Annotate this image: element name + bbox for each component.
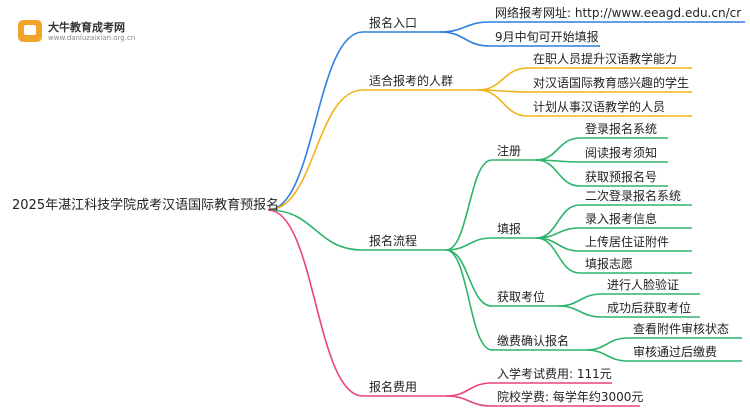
- register-step: 阅读报考须知: [585, 146, 658, 160]
- branch-fees: 报名费用: [369, 380, 418, 394]
- connector-pay-step: [585, 349, 629, 362]
- connector-register-step: [535, 137, 581, 161]
- connector-root-audience: [267, 89, 364, 211]
- connector-seat-step: [557, 293, 603, 307]
- entry-time: 9月中旬可开始填报: [495, 30, 599, 44]
- connector-process-fill: [445, 237, 493, 251]
- book-icon: [18, 20, 42, 42]
- logo-subtitle: www.daniuzaixian.org.cn: [48, 34, 136, 42]
- connector-process-pay: [445, 249, 493, 351]
- connector-fee-item: [445, 395, 493, 407]
- fee-tuition: 院校学费: 每学年约3000元: [497, 390, 644, 404]
- process-seat: 获取考位: [497, 290, 546, 304]
- branch-process: 报名流程: [369, 234, 418, 248]
- entry-url: 网络报考网址: http://www.eeagd.edu.cn/cr: [495, 6, 742, 20]
- connector-entry-item: [439, 21, 491, 33]
- audience-item: 在职人员提升汉语教学能力: [533, 52, 678, 66]
- connector-entry-item: [439, 31, 491, 47]
- register-step: 登录报名系统: [585, 122, 658, 136]
- fee-exam: 入学考试费用: 111元: [497, 367, 612, 381]
- branch-audience: 适合报考的人群: [369, 74, 454, 88]
- connector-root-fees: [267, 209, 364, 397]
- fill-step: 二次登录报名系统: [585, 189, 682, 203]
- process-pay: 缴费确认报名: [497, 334, 570, 348]
- connector-fee-item: [445, 382, 493, 397]
- process-register: 注册: [497, 144, 522, 158]
- site-logo: 大牛教育成考网 www.daniuzaixian.org.cn: [18, 18, 148, 46]
- register-step: 获取预报名号: [585, 170, 658, 184]
- audience-item: 对汉语国际教育感兴趣的学生: [533, 76, 690, 90]
- connector-process-seat: [445, 249, 493, 307]
- audience-item: 计划从事汉语教学的人员: [533, 100, 666, 114]
- fill-step: 录入报考信息: [585, 212, 658, 226]
- process-fill: 填报: [497, 222, 522, 236]
- pay-step: 审核通过后缴费: [633, 345, 718, 359]
- connector-root-entry: [267, 31, 364, 211]
- seat-step: 进行人脸验证: [607, 278, 680, 292]
- branch-entry: 报名入口: [369, 16, 418, 30]
- connector-pay-step: [585, 337, 629, 351]
- logo-title: 大牛教育成考网: [48, 21, 125, 34]
- root-topic: 2025年湛江科技学院成考汉语国际教育预报名: [12, 198, 280, 213]
- pay-step: 查看附件审核状态: [633, 322, 730, 336]
- connector-register-step: [535, 159, 581, 187]
- connector-audience-item: [477, 89, 529, 117]
- connector-audience-item: [477, 67, 529, 91]
- connector-process-register: [445, 159, 493, 251]
- seat-step: 成功后获取考位: [607, 301, 692, 315]
- fill-step: 上传居住证附件: [585, 235, 670, 249]
- fill-step: 填报志愿: [585, 257, 634, 271]
- connector-seat-step: [557, 305, 603, 318]
- connector-fill-step: [535, 237, 581, 274]
- connector-root-process: [267, 209, 364, 251]
